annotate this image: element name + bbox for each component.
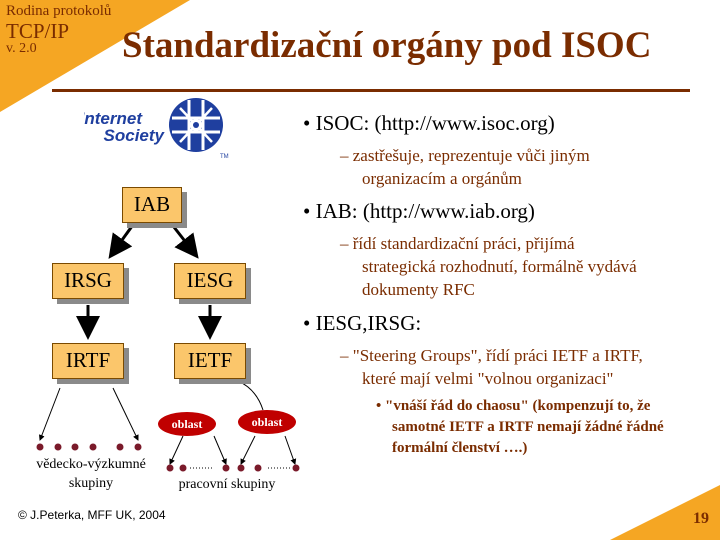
node-iab: IAB <box>122 187 182 223</box>
bullet-isoc-sub-cont: organizacím a orgánům <box>362 169 522 188</box>
bullet-iab-sub-cont1: strategická rozhodnutí, formálně vydává <box>362 257 637 276</box>
node-iesg: IESG <box>174 263 246 299</box>
working-group-dots <box>166 464 300 472</box>
page-number: 19 <box>693 510 709 527</box>
node-ietf: IETF <box>174 343 246 379</box>
bullet-iab: • IAB: (http://www.iab.org) <box>303 199 535 223</box>
logo-trademark: TM <box>220 154 229 160</box>
bullet-iesg-sub-cont: které mají velmi "volnou organizaci" <box>362 369 614 388</box>
irtf-group-lines <box>38 387 139 441</box>
corner-decoration-top-left <box>0 0 190 112</box>
bullet-iesg-sub: – "Steering Groups", řídí práci IETF a I… <box>340 346 643 365</box>
research-group-dots <box>36 443 142 451</box>
bullet-iesg-subsub: • "vnáší řád do chaosu" (kompenzují to, … <box>376 398 651 414</box>
logo-word-internet: Internet <box>84 109 143 128</box>
area-badge-2: oblast <box>238 410 296 434</box>
node-irtf: IRTF <box>52 343 124 379</box>
footer-copyright: © J.Peterka, MFF UK, 2004 <box>18 508 166 522</box>
working-groups-label: pracovní skupiny <box>178 477 276 492</box>
course-protocol: TCP/IP <box>6 18 70 43</box>
research-groups-label: vědecko-výzkumné skupiny <box>36 457 146 491</box>
internet-society-logo: Internet Society TM <box>84 98 229 160</box>
arrow-iab-irsg <box>108 221 137 259</box>
bullet-isoc: • ISOC: (http://www.isoc.org) <box>303 111 555 135</box>
bullet-iab-sub-cont2: dokumenty RFC <box>362 280 475 299</box>
course-name: Rodina protokolů <box>6 3 112 19</box>
slide-title: Standardizační orgány pod ISOC <box>122 25 652 66</box>
area-badge-1: oblast <box>158 412 216 436</box>
course-label: Rodina protokolů TCP/IP v. 2.0 <box>6 3 112 56</box>
bullet-iab-sub: – řídí standardizační práci, přijímá <box>340 234 575 253</box>
corner-decoration-bottom-right <box>610 485 720 540</box>
course-version: v. 2.0 <box>6 40 37 56</box>
globe-icon <box>169 98 223 152</box>
node-irsg: IRSG <box>52 263 124 299</box>
arrow-iab-iesg <box>168 221 199 259</box>
bullet-isoc-sub: – zastřešuje, reprezentuje vůči jiným <box>340 146 590 165</box>
bullet-iesg-subsub-cont1: samotné IETF a IRTF nemají žádné řádné <box>392 419 664 435</box>
bullet-iesg-subsub-cont2: formální členství ….) <box>392 440 528 456</box>
title-rule <box>52 89 690 92</box>
ietf-area-lines <box>169 377 297 465</box>
logo-word-society: Society <box>104 126 166 145</box>
bullet-iesg: • IESG,IRSG: <box>303 311 422 335</box>
